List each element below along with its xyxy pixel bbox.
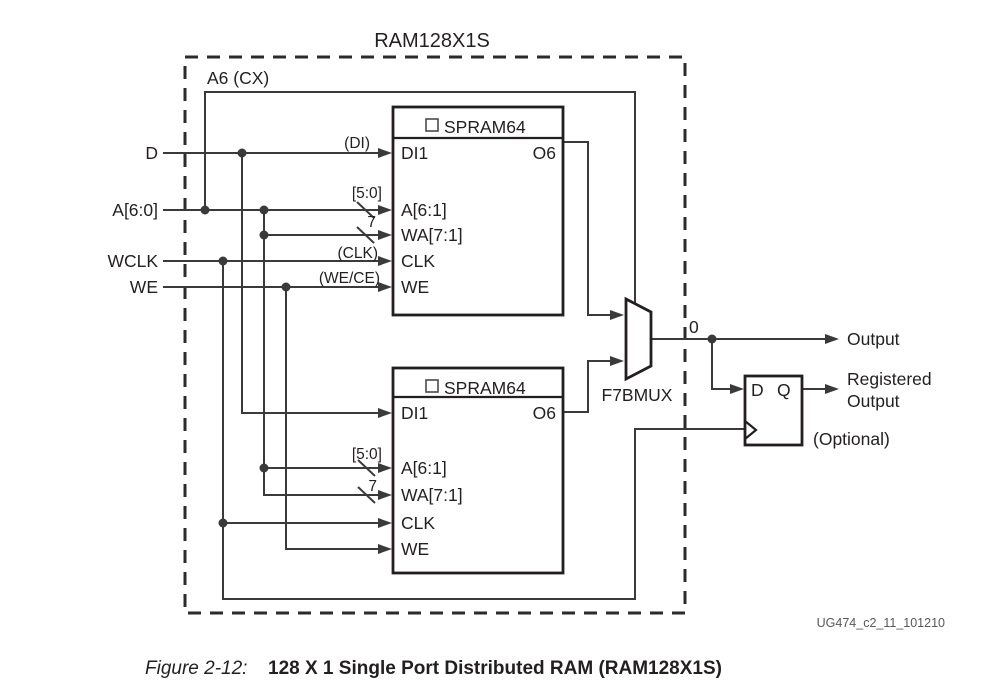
input-label-we: WE	[130, 277, 158, 297]
wire-branch-to-ff-d	[711, 339, 730, 390]
arrowhead-icon	[610, 310, 624, 320]
left-input-labels: D A[6:0] WCLK WE	[107, 143, 158, 297]
junction-dot	[200, 205, 210, 215]
arrowhead-icon	[825, 334, 839, 344]
input-label-d: D	[145, 143, 158, 163]
junction-dot	[237, 148, 247, 158]
pin-label-di1: DI1	[401, 143, 428, 163]
bus-slash-icon	[356, 201, 375, 219]
wires	[163, 91, 825, 600]
junction-dot	[259, 205, 269, 215]
arrowhead-icon	[378, 148, 392, 158]
document-watermark: UG474_c2_11_101210	[817, 616, 945, 630]
spram64-lower-block: SPRAM64 DI1 A[6:1] WA[7:1] CLK WE O6	[391, 366, 565, 575]
pin-label-wa71: WA[7:1]	[401, 225, 463, 245]
wire-a-trunk-to-lower-wa	[263, 210, 378, 496]
annotation-wa-width: 7	[367, 214, 376, 231]
wire-a6-select	[204, 91, 636, 304]
caption-title: 128 X 1 Single Port Distributed RAM (RAM…	[268, 658, 722, 679]
input-label-wclk: WCLK	[107, 251, 158, 271]
pin-label-a61: A[6:1]	[401, 200, 447, 220]
annotation-a-width: [5:0]	[352, 185, 382, 202]
annotation-clk: (CLK)	[338, 245, 378, 262]
wire-lower-o6-to-mux	[563, 360, 610, 413]
clock-chevron-icon	[744, 420, 758, 440]
arrowheads	[378, 148, 839, 554]
annotation-wece: (WE/CE)	[319, 270, 380, 287]
arrowhead-icon	[378, 408, 392, 418]
annotation-a-width-lower: [5:0]	[352, 446, 382, 463]
arrowhead-icon	[378, 205, 392, 215]
arrowhead-icon	[610, 356, 624, 366]
diagram-title: RAM128X1S	[374, 30, 490, 52]
spram64-lower-header-label: SPRAM64	[444, 378, 526, 398]
spram64-upper-body	[391, 105, 565, 317]
wire-annotation-labels: (DI) [5:0] 7 (CLK) (WE/CE) [5:0] 7	[319, 135, 382, 495]
primitive-square-icon	[425, 379, 439, 393]
pin-label-o6: O6	[533, 143, 556, 163]
flipflop-d-label: D	[751, 380, 764, 400]
caption-figure-number: Figure 2-12:	[145, 658, 247, 679]
spram64-upper-block: SPRAM64 DI1 A[6:1] WA[7:1] CLK WE O6	[391, 105, 565, 317]
pin-label-o6: O6	[533, 403, 556, 423]
arrowhead-icon	[378, 230, 392, 240]
flipflop-body	[743, 374, 804, 447]
arrowhead-icon	[378, 256, 392, 266]
pin-label-clk: CLK	[401, 251, 435, 271]
junction-dots	[200, 148, 717, 528]
input-label-a: A[6:0]	[112, 200, 158, 220]
spram64-lower-body	[391, 366, 565, 575]
junction-dot	[259, 463, 269, 473]
mux-output-tag: 0	[689, 317, 699, 337]
a6-select-label: A6 (CX)	[207, 68, 269, 88]
arrowhead-icon	[378, 544, 392, 554]
ram128x1s-dashed-boundary	[183, 55, 687, 615]
bus-slash-icon	[357, 459, 376, 477]
flipflop-optional-note: (Optional)	[813, 429, 890, 449]
arrowhead-icon	[378, 463, 392, 473]
f7bmux-label: F7BMUX	[602, 385, 673, 405]
annotation-di: (DI)	[344, 135, 370, 152]
pin-label-we: WE	[401, 277, 429, 297]
pin-label-a61: A[6:1]	[401, 458, 447, 478]
arrowhead-icon	[378, 282, 392, 292]
wire-we-to-lower-we	[285, 287, 378, 550]
wire-wclk-to-ff-clock	[222, 261, 745, 600]
registered-output-label-line2: Output	[847, 391, 900, 411]
flipflop-q-label: Q	[777, 380, 791, 400]
junction-dot	[281, 282, 291, 292]
output-flipflop: D Q (Optional)	[743, 374, 890, 449]
arrowhead-icon	[378, 518, 392, 528]
output-labels: Output Registered Output	[847, 329, 932, 411]
pin-label-clk: CLK	[401, 513, 435, 533]
wire-d-to-lower-di1	[241, 153, 378, 414]
f7bmux: F7BMUX 0	[602, 296, 699, 405]
figure-caption: Figure 2-12: 128 X 1 Single Port Distrib…	[145, 658, 722, 679]
junction-dot	[259, 230, 269, 240]
pin-label-wa71: WA[7:1]	[401, 485, 463, 505]
pin-label-di1: DI1	[401, 403, 428, 423]
junction-dot	[218, 256, 228, 266]
arrowhead-icon	[825, 384, 839, 394]
bus-slash-icon	[356, 226, 375, 244]
wire-upper-o6-to-mux	[563, 141, 610, 316]
annotation-wa-width-lower: 7	[368, 478, 377, 495]
output-label: Output	[847, 329, 900, 349]
junction-dot	[218, 518, 228, 528]
arrowhead-icon	[378, 490, 392, 500]
junction-dot	[707, 334, 717, 344]
bus-slashes	[356, 201, 376, 504]
arrowhead-icon	[730, 384, 744, 394]
pin-label-we: WE	[401, 539, 429, 559]
spram64-upper-header-label: SPRAM64	[444, 117, 526, 137]
f7bmux-trapezoid	[624, 296, 653, 382]
registered-output-label-line1: Registered	[847, 369, 932, 389]
primitive-square-icon	[425, 118, 439, 132]
bus-slash-icon	[357, 486, 376, 504]
